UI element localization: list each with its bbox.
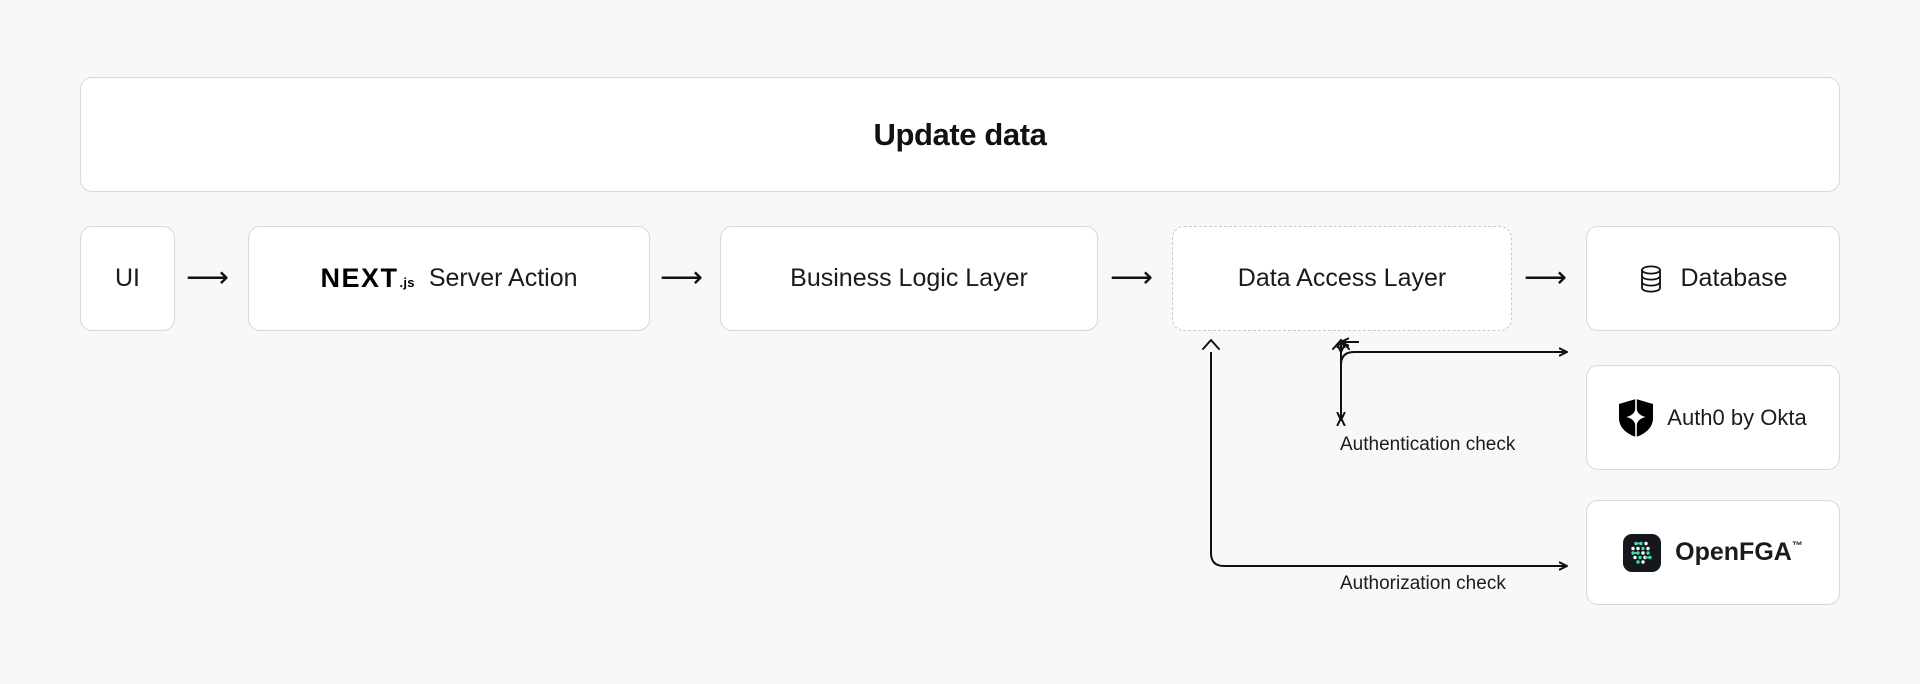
trademark-symbol: ™ [1791,540,1803,552]
connector-caption-authentication: Authentication check [1340,434,1516,455]
flow-node-business-logic: Business Logic Layer [720,226,1098,331]
flow-node-ui-label: UI [115,264,140,292]
service-node-auth0: Auth0 by Okta [1586,365,1840,470]
flow-node-database: Database [1586,226,1840,331]
service-node-openfga-label: OpenFGA [1675,538,1792,566]
service-node-auth0-label: Auth0 by Okta [1667,404,1807,430]
openfga-icon [1623,533,1662,572]
flow-node-data-access: Data Access Layer [1172,226,1512,331]
nextjs-logo-icon: NEXT.js [320,263,414,294]
nextjs-logo-word: NEXT [320,263,399,293]
arrowhead-up-authentication [1332,339,1350,350]
arrow-right-icon: ⟶ [1524,261,1568,294]
page-title: Update data [873,116,1047,152]
header-banner: Update data [80,77,1840,192]
connector-caption-authorization: Authorization check [1340,573,1506,594]
arrowhead-up-authorization [1202,339,1220,350]
arrow-right-icon: ⟶ [1110,261,1154,294]
flow-node-server-action: NEXT.js Server Action [248,226,650,331]
nextjs-logo-suffix: .js [399,275,415,290]
flow-node-server-action-label: Server Action [428,264,578,292]
database-icon [1638,264,1664,294]
connector-authentication-to-auth0 [1340,352,1567,418]
arrow-right-icon: ⟶ [660,261,704,294]
flow-node-ui: UI [80,226,175,331]
flow-node-business-logic-label: Business Logic Layer [790,264,1028,292]
flow-node-database-label: Database [1680,264,1788,292]
connector-authorization-to-openfga [1210,552,1567,566]
arrow-right-icon: ⟶ [186,261,230,294]
flow-node-data-access-label: Data Access Layer [1237,264,1447,292]
auth0-shield-icon [1619,398,1654,437]
